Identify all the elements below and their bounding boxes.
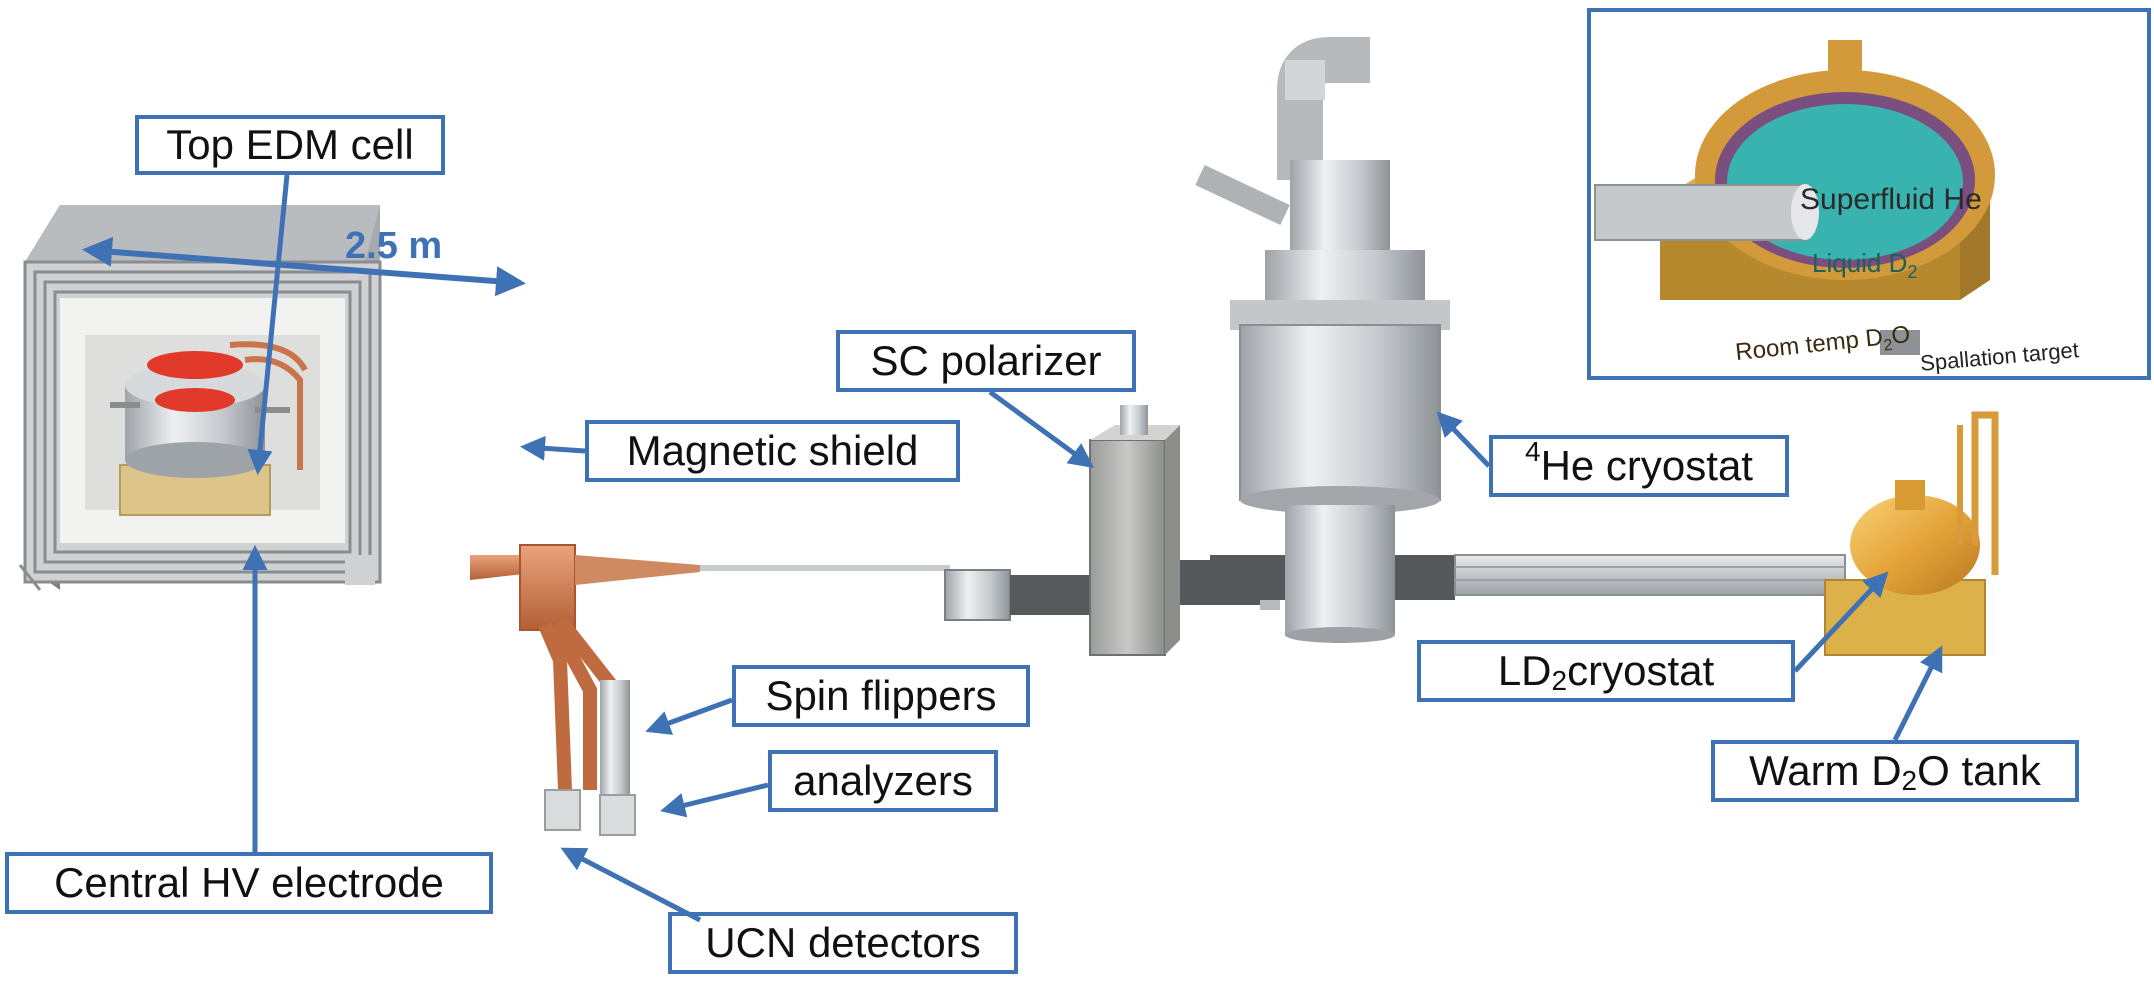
analyzers-label: analyzers bbox=[768, 750, 998, 812]
he4-cryostat bbox=[1195, 37, 1455, 643]
dimension-label: 2.5 m bbox=[345, 225, 443, 267]
copper-guides bbox=[345, 544, 950, 836]
spin-flippers-label: Spin flippers bbox=[732, 665, 1030, 727]
sc-polarizer bbox=[944, 405, 1280, 656]
central-hv-electrode-label: Central HV electrode bbox=[5, 852, 493, 914]
magnetic-shield bbox=[18, 205, 382, 591]
liquid-d2-label: Liquid D2 bbox=[1812, 248, 1918, 282]
sc-polarizer-label: SC polarizer bbox=[836, 330, 1136, 392]
inset-cutaway bbox=[1587, 8, 2151, 380]
magnetic-shield-label: Magnetic shield bbox=[585, 420, 960, 482]
ucn-detectors-label: UCN detectors bbox=[668, 912, 1018, 974]
top-edm-cell-label: Top EDM cell bbox=[135, 115, 445, 175]
superfluid-he-label: Superfluid He bbox=[1800, 183, 1982, 216]
